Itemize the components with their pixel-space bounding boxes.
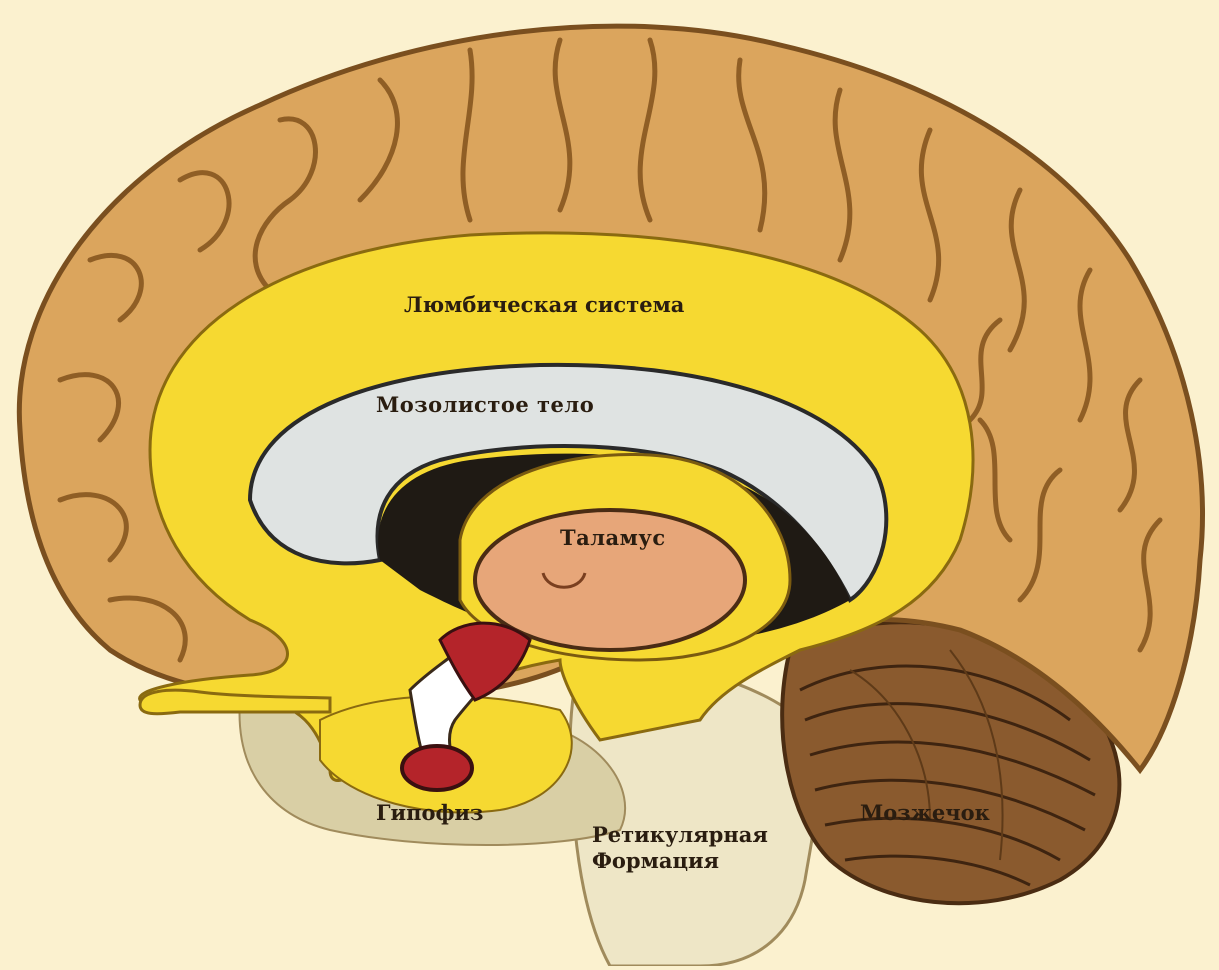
label-reticular-formation: Ретикулярная Формация [592,822,768,875]
pituitary-gland [402,746,472,790]
label-reticular-line2: Формация [592,848,768,874]
label-thalamus: Таламус [560,525,666,551]
label-reticular-line1: Ретикулярная [592,822,768,848]
label-cerebellum: Мозжечок [860,800,990,826]
label-corpus-callosum: Мозолистое тело [376,392,594,418]
label-pituitary: Гипофиз [376,800,483,826]
label-limbic-system: Люмбическая система [404,292,684,318]
